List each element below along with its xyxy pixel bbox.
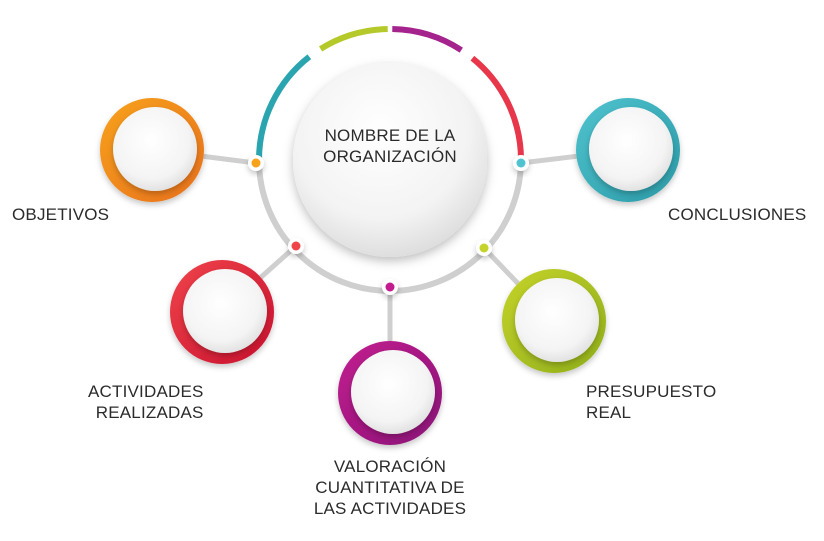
center-circle [293, 63, 487, 257]
node-disc-objetivos [113, 107, 197, 191]
ring-dot-objetivos [251, 158, 261, 168]
connector-objetivos [203, 153, 257, 166]
node-disc-presupuesto [515, 278, 599, 362]
node-disc-conclusiones [589, 107, 673, 191]
ring-dot-presupuesto [479, 243, 489, 253]
top-arc-4 [470, 55, 524, 161]
label-actividades-realizadas: ACTIVIDADES REALIZADAS [88, 382, 204, 422]
label-valoracion-cuantitativa: VALORACIÓN CUANTITATIVA DE LAS ACTIVIDAD… [313, 457, 467, 518]
ring-dot-valoracion [385, 282, 395, 292]
node-disc-valoracion [351, 350, 435, 434]
top-arc-3 [392, 26, 463, 53]
top-color-arcs [256, 26, 524, 161]
ring-dots [248, 155, 529, 295]
connector-conclusiones [520, 153, 577, 166]
label-conclusiones: CONCLUSIONES [668, 205, 807, 224]
top-arc-1 [256, 54, 312, 161]
satellite-nodes [100, 98, 680, 445]
ring-dot-conclusiones [516, 158, 526, 168]
connector-presupuesto [482, 246, 520, 286]
label-presupuesto-real: PRESUPUESTO REAL [586, 382, 717, 422]
node-disc-actividades [183, 269, 267, 353]
label-objetivos: OBJETIVOS [12, 205, 110, 224]
top-arc-2 [319, 26, 388, 52]
center-title: NOMBRE DE LA ORGANIZACIÓN [323, 126, 457, 166]
ring-dot-actividades [291, 241, 301, 251]
